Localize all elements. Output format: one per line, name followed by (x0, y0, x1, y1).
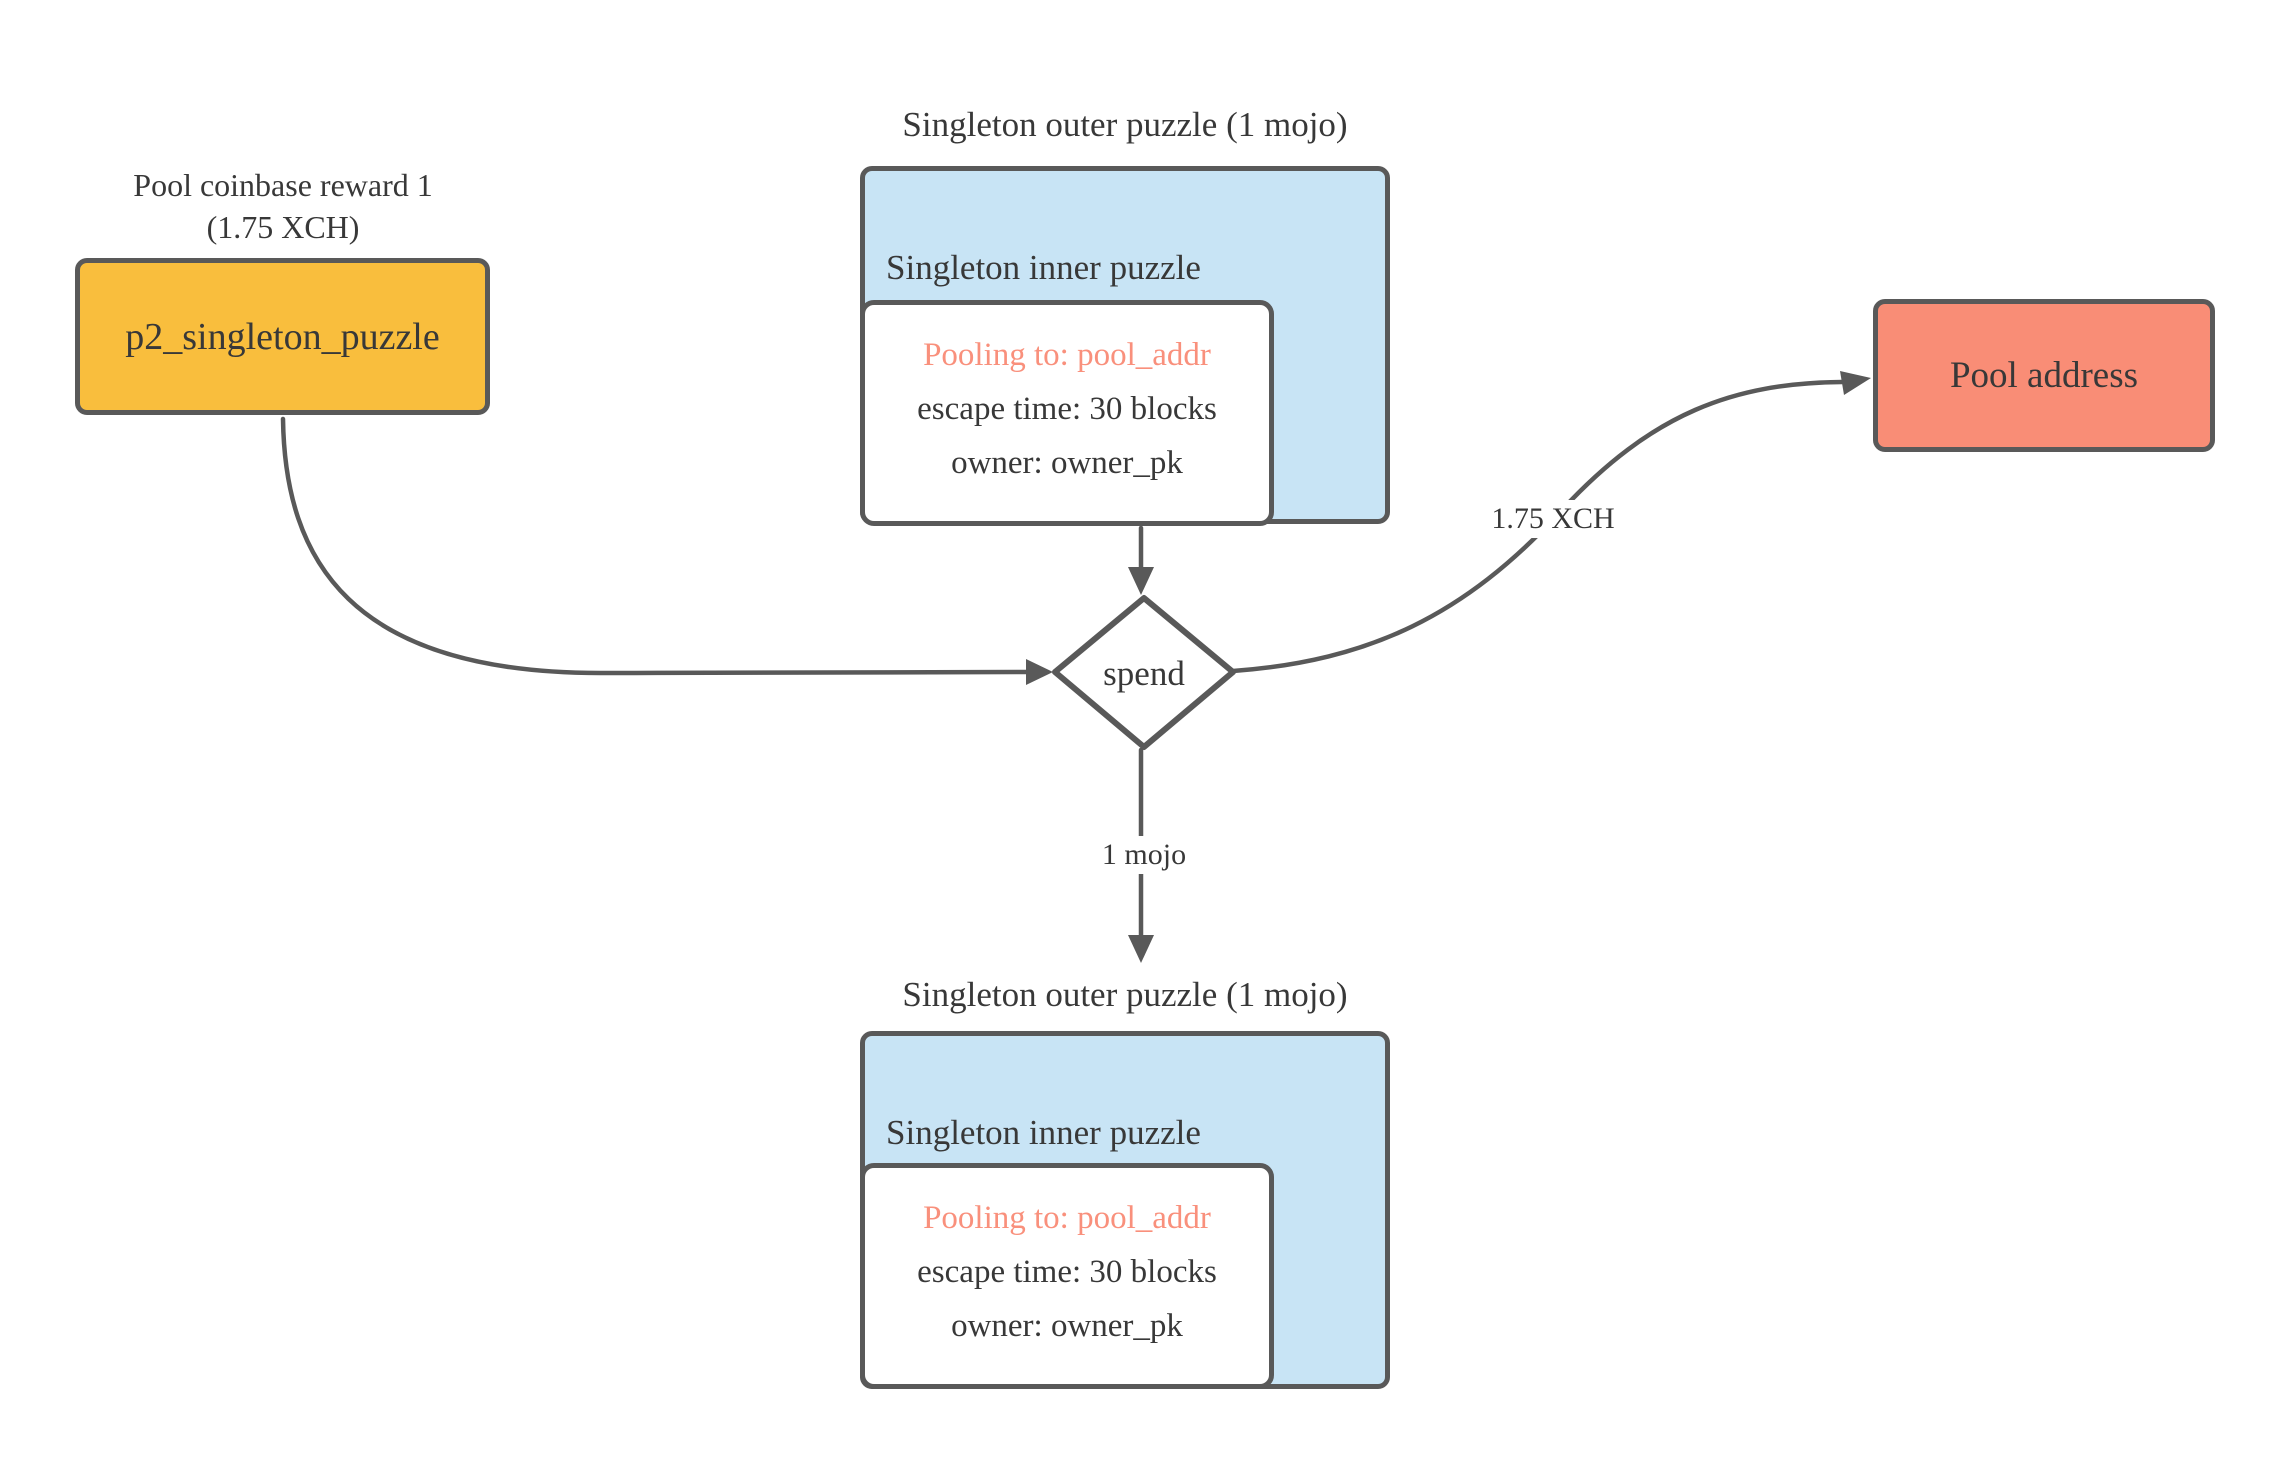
pool-address-node: Pool address (1873, 299, 2215, 452)
escape-time-line-top: escape time: 30 blocks (917, 390, 1217, 427)
owner-line-bottom: owner: owner_pk (951, 1307, 1183, 1344)
pool-state-box-bottom: Pooling to: pool_addr escape time: 30 bl… (860, 1163, 1274, 1389)
arrowhead-into-new-singleton (1128, 935, 1154, 963)
spend-label: spend (1103, 654, 1185, 693)
pooling-to-line-bottom: Pooling to: pool_addr (923, 1200, 1211, 1236)
p2-singleton-puzzle-node: p2_singleton_puzzle (75, 258, 490, 415)
edge-label-xch: 1.75 XCH (1481, 500, 1625, 538)
arrowhead-into-pool (1840, 371, 1871, 395)
edge-label-mojo: 1 mojo (1091, 836, 1197, 874)
pool-state-box-top: Pooling to: pool_addr escape time: 30 bl… (860, 300, 1274, 526)
coinbase-caption-line2: (1.75 XCH) (206, 209, 360, 246)
singleton-inner-label-bottom: Singleton inner puzzle (886, 1113, 1201, 1152)
pool-address-label: Pool address (1949, 355, 2139, 396)
singleton-outer-title-bottom: Singleton outer puzzle (1 mojo) (902, 975, 1348, 1014)
edge-coinbase-to-spend (280, 416, 1029, 676)
p2-singleton-puzzle-label: p2_singleton_puzzle (125, 315, 440, 358)
coinbase-caption-line1: Pool coinbase reward 1 (133, 167, 433, 203)
pooling-to-line-top: Pooling to: pool_addr (923, 337, 1211, 373)
coinbase-caption: Pool coinbase reward 1 (1.75 XCH) (60, 164, 506, 248)
owner-line-top: owner: owner_pk (951, 444, 1183, 481)
singleton-outer-title-top: Singleton outer puzzle (1 mojo) (902, 105, 1348, 144)
singleton-inner-label-top: Singleton inner puzzle (886, 248, 1201, 287)
escape-time-line-bottom: escape time: 30 blocks (917, 1253, 1217, 1290)
arrowhead-into-spend-left (1026, 659, 1053, 685)
arrowhead-into-spend-top (1128, 567, 1154, 595)
spend-diamond (1052, 595, 1236, 750)
